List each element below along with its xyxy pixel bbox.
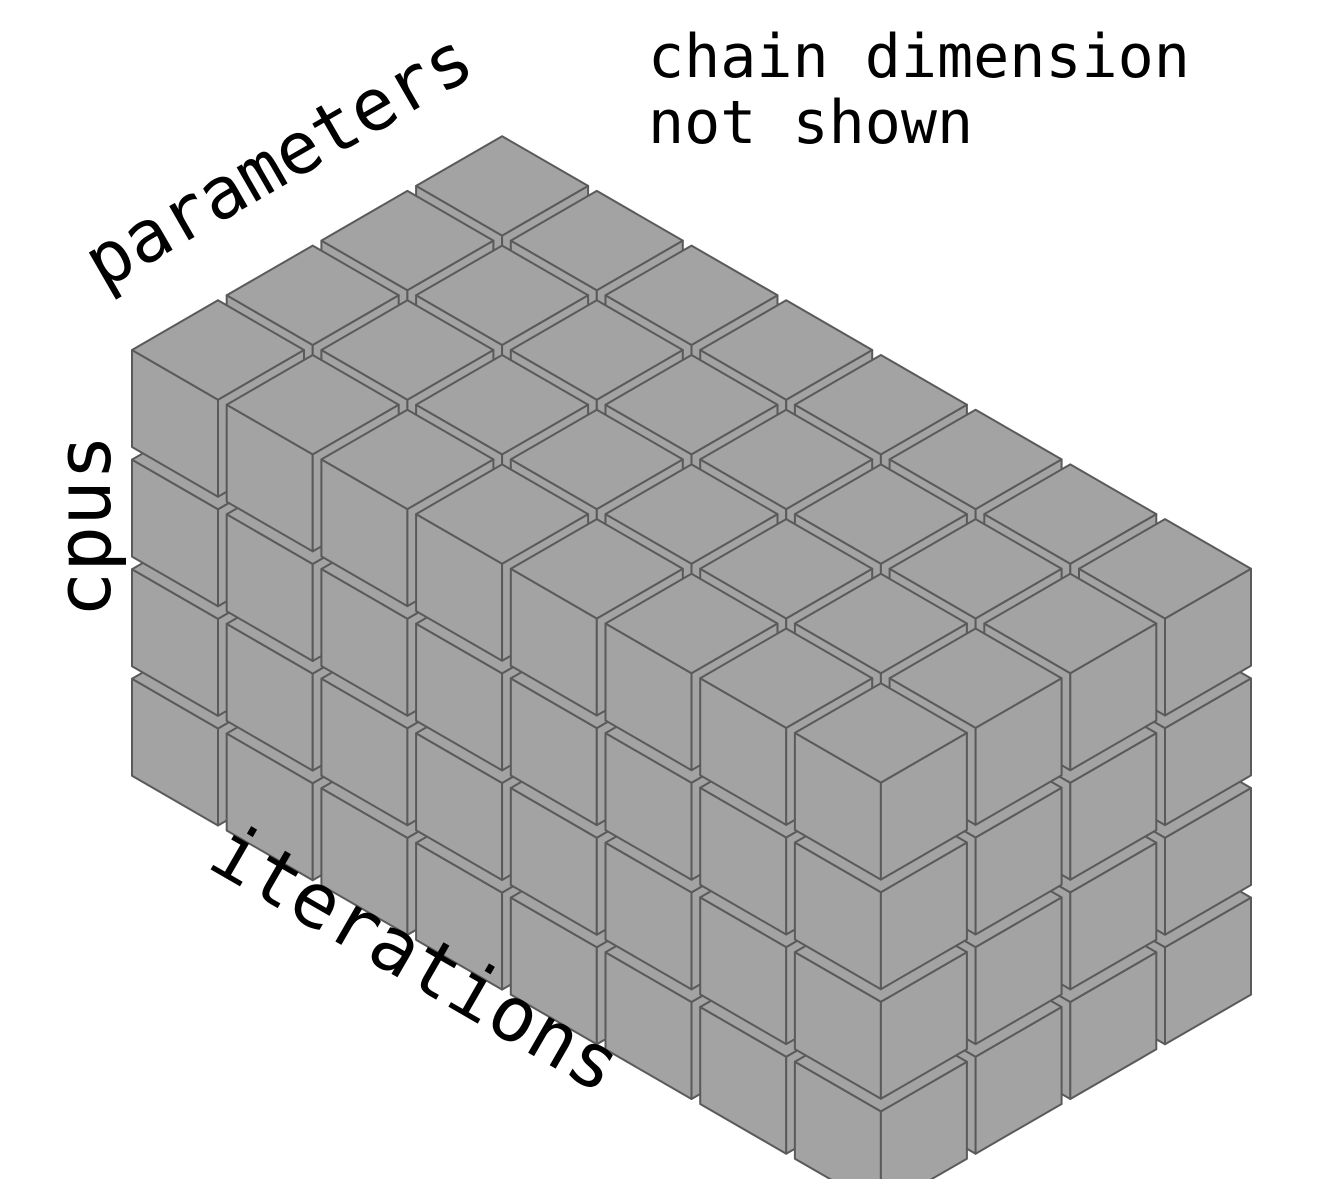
cube-top-face bbox=[320, 299, 495, 401]
cube-top-face bbox=[509, 518, 684, 620]
cube-top-face bbox=[699, 627, 874, 729]
cube-top-face bbox=[604, 354, 779, 456]
cube-top-face bbox=[415, 135, 590, 237]
cube-top-face bbox=[888, 408, 1063, 511]
cube-top-face bbox=[604, 572, 779, 675]
cube-top-face bbox=[509, 299, 684, 401]
cube-top-face bbox=[793, 463, 968, 565]
cube-top-face bbox=[699, 518, 874, 620]
chain-dimension-note: chain dimension not shown bbox=[648, 24, 1190, 156]
cube-top-face bbox=[320, 189, 495, 292]
cube-top-face bbox=[225, 244, 400, 346]
cube bbox=[793, 682, 968, 881]
cube-top-face bbox=[699, 299, 874, 401]
note-line-2: not shown bbox=[648, 88, 974, 158]
cube-top-face bbox=[604, 463, 779, 565]
cube-top-face bbox=[793, 682, 968, 784]
cube-top-face bbox=[983, 463, 1158, 565]
cube-top-face bbox=[1078, 518, 1252, 620]
cube-top-face bbox=[225, 354, 400, 456]
cube-top-face bbox=[604, 244, 779, 346]
cube-top-face bbox=[131, 299, 305, 401]
cube-top-face bbox=[415, 463, 590, 565]
cube-top-face bbox=[509, 408, 684, 511]
cube-top-face bbox=[415, 354, 590, 456]
cube-top-face bbox=[699, 408, 874, 511]
cube-top-face bbox=[320, 408, 495, 511]
cube-top-face bbox=[983, 572, 1158, 675]
cube-top-face bbox=[415, 244, 590, 346]
cpus-axis-label: cpus bbox=[39, 434, 128, 618]
cube-top-face bbox=[509, 189, 684, 292]
cube-top-face bbox=[793, 354, 968, 456]
note-line-1: chain dimension bbox=[648, 22, 1190, 92]
cube-top-face bbox=[793, 572, 968, 675]
cube-top-face bbox=[888, 518, 1063, 620]
cube-top-face bbox=[888, 627, 1063, 729]
